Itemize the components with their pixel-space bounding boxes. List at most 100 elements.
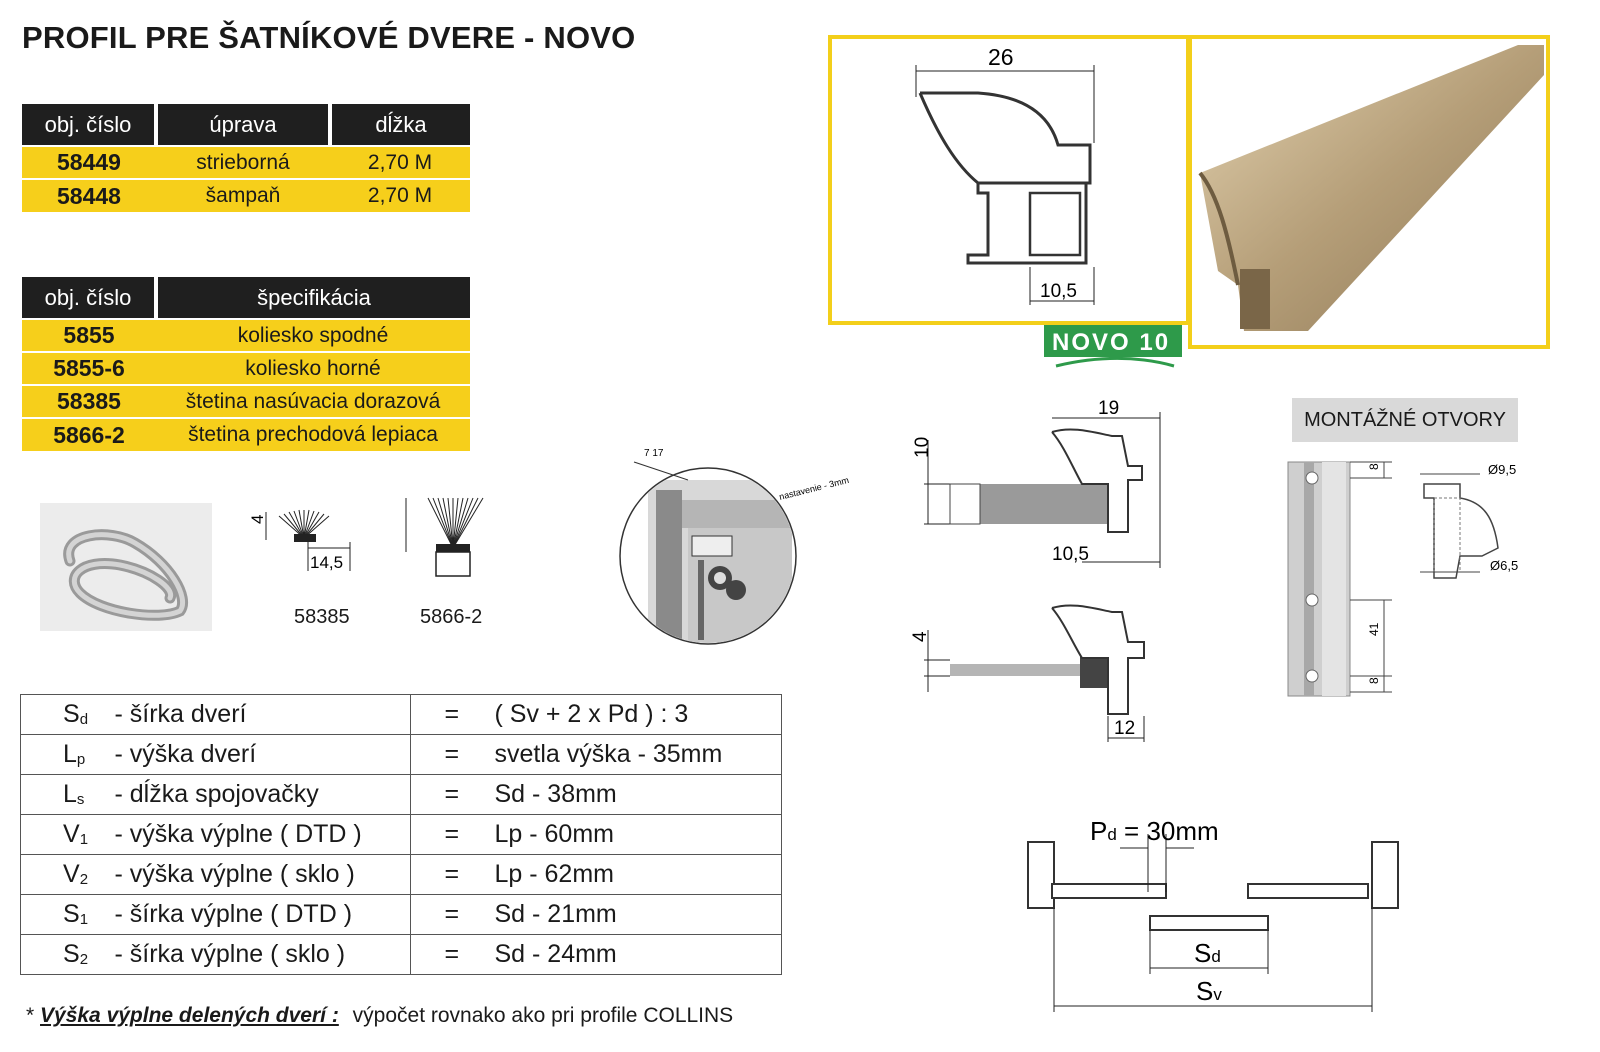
formula-value: Sd - 21mm [470,894,782,935]
formula-value: ( Sv + 2 x Pd ) : 3 [470,694,782,735]
formula-row: Lp - výška dverí = svetla výška - 35mm [20,734,782,775]
door-arrangement-diagram: Pd = 30mm Sd Sv [1027,816,1399,1012]
footnote-label: Výška výplne delených dverí : [40,1004,339,1027]
formula-eq: = [410,694,471,735]
wheel-dims: 7 17 [644,448,664,459]
brush-label-58385: 58385 [294,606,350,628]
hole-d1: Ø9,5 [1488,462,1516,477]
formula-eq: = [410,774,471,815]
hole-d2: Ø6,5 [1490,558,1518,573]
accessory-code: 5855-6 [22,351,156,385]
footnote-asterisk: * [26,1004,41,1027]
profile-base-dim: 10,5 [1040,281,1077,302]
product-length: 2,70 M [330,145,470,179]
page-title: PROFIL PRE ŠATNÍKOVÉ DVERE - NOVO [22,20,636,55]
formula-row: Ls - dĺžka spojovačky = Sd - 38mm [20,774,782,815]
profile-width-dim: 26 [988,44,1014,70]
section-drawing-dtd: 19 10 10,5 [912,398,1161,568]
formula-symbol: V2 [20,854,111,895]
accessory-spec: koliesko horné [156,351,470,385]
formula-eq: = [410,854,471,895]
hole-dim-m2: 41 [1367,622,1381,636]
table-row: 58448 šampaň 2,70 M [22,178,470,212]
hole-dim-m3: 8 [1367,677,1381,684]
hole-dim-m1: 8 [1367,463,1381,470]
product-code: 58448 [22,178,156,212]
sv-label: Sv [1196,976,1222,1006]
formula-name: - šírka výplne ( DTD ) [110,894,411,935]
formula-name: - výška výplne ( DTD ) [110,814,411,855]
accessory-spec: štetina nasúvacia dorazová [156,384,470,418]
mounting-holes-title: MONTÁŽNÉ OTVORY [1292,398,1518,442]
formula-value: svetla výška - 35mm [470,734,782,775]
formula-value: Lp - 62mm [470,854,782,895]
formula-eq: = [410,894,471,935]
table-row: 58385 štetina nasúvacia dorazová [22,384,470,418]
section2-bottom-dim: 12 [1114,718,1135,739]
section1-top-dim: 19 [1098,398,1119,419]
formula-symbol: S1 [20,894,111,935]
product-length: 2,70 M [330,178,470,212]
brush-drawing-58385: 4 14,5 [248,509,351,572]
section2-left-dim: 4 [910,631,931,642]
brush-label-5866-2: 5866-2 [420,606,483,628]
table-row: 58449 strieborná 2,70 M [22,145,470,179]
profile-photo [1188,35,1550,349]
wheel-detail-drawing: 7 17 nastavenie - 3mm [619,448,850,645]
header-code: obj. číslo [22,277,158,319]
accessory-code: 58385 [22,384,156,418]
table-row: 5866-2 štetina prechodová lepiaca [22,417,470,451]
sd-label: Sd [1194,938,1221,968]
formula-row: S2 - šírka výplne ( sklo ) = Sd - 24mm [20,934,782,975]
formula-row: Sd - šírka dverí = ( Sv + 2 x Pd ) : 3 [20,694,782,735]
section-drawing-glass: 4 12 [910,604,1145,742]
novo-logo: NOVO 10 [1044,325,1182,368]
formula-value: Sd - 24mm [470,934,782,975]
formula-symbol: Ls [20,774,111,815]
section1-bottom-dim: 10,5 [1052,544,1089,565]
formula-name: - šírka dverí [110,694,411,735]
formula-table: Sd - šírka dverí = ( Sv + 2 x Pd ) : 3 L… [20,694,782,975]
brush-seal-photo [40,503,212,631]
header-spec: špecifikácia [156,277,470,319]
brush-dim-w: 14,5 [310,553,343,572]
formula-symbol: V1 [20,814,111,855]
formula-name: - výška dverí [110,734,411,775]
formula-name: - dĺžka spojovačky [110,774,411,815]
logo-text: NOVO 10 [1052,329,1170,356]
brush-drawing-5866-2 [405,497,484,577]
formula-eq: = [410,734,471,775]
footnote-text: výpočet rovnako ako pri profile COLLINS [352,1004,734,1027]
formula-symbol: Lp [20,734,111,775]
accessories-table: obj. číslo špecifikácia 5855 koliesko sp… [22,277,470,451]
formula-symbol: Sd [20,694,111,735]
accessory-code: 5866-2 [22,417,156,451]
header-code: obj. číslo [22,104,158,146]
product-finish: šampaň [156,178,330,212]
section1-left-dim: 10 [912,437,933,458]
formula-name: - šírka výplne ( sklo ) [110,934,411,975]
mounting-holes-drawing: 8 41 8 Ø9,5 Ø6,5 [1287,461,1518,697]
formula-eq: = [410,814,471,855]
header-finish: úprava [156,104,332,146]
formula-row: V2 - výška výplne ( sklo ) = Lp - 62mm [20,854,782,895]
formula-eq: = [410,934,471,975]
profile-cross-section-drawing: 26 10,5 [828,35,1190,325]
formula-row: V1 - výška výplne ( DTD ) = Lp - 60mm [20,814,782,855]
products-table: obj. číslo úprava dĺžka 58449 strieborná… [22,104,470,212]
pd-label: Pd = 30mm [1090,816,1219,846]
formula-value: Lp - 60mm [470,814,782,855]
product-finish: strieborná [156,145,330,179]
formula-name: - výška výplne ( sklo ) [110,854,411,895]
accessory-spec: koliesko spodné [156,318,470,352]
formula-value: Sd - 38mm [470,774,782,815]
table-row: 5855-6 koliesko horné [22,351,470,385]
wheel-note: nastavenie - 3mm [778,475,850,502]
table-row: 5855 koliesko spodné [22,318,470,352]
formula-row: S1 - šírka výplne ( DTD ) = Sd - 21mm [20,894,782,935]
accessory-spec: štetina prechodová lepiaca [156,417,470,451]
product-code: 58449 [22,145,156,179]
brush-dim-h: 4 [248,515,267,524]
accessory-code: 5855 [22,318,156,352]
formula-symbol: S2 [20,934,111,975]
